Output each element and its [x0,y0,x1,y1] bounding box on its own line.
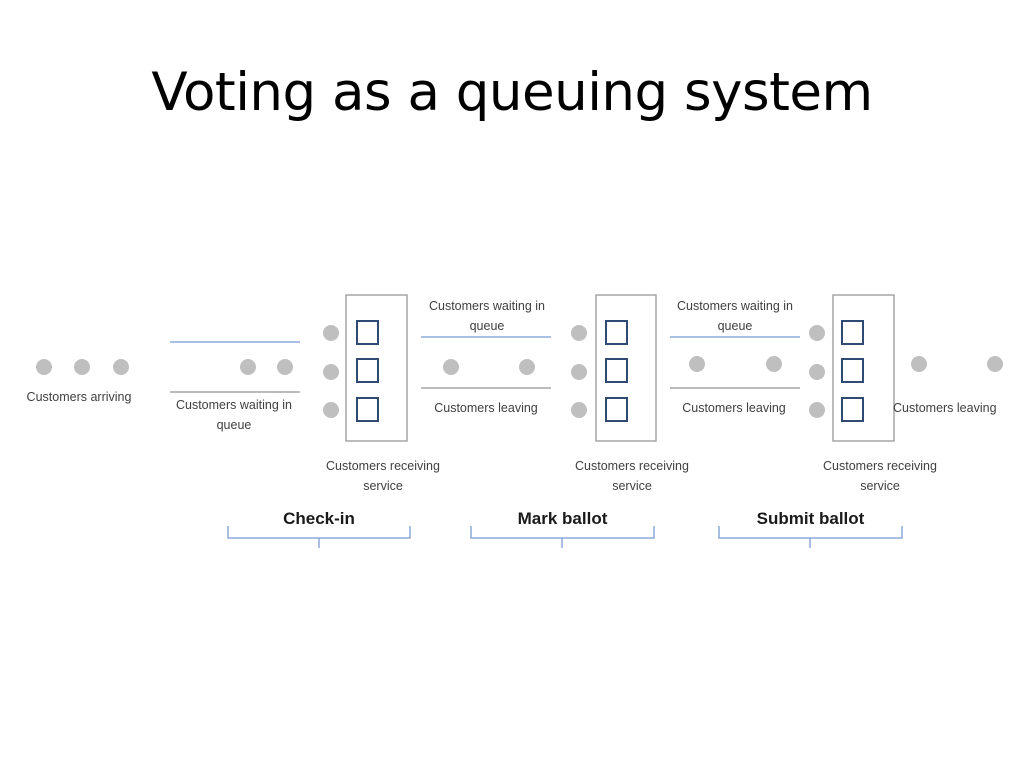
server-box-icon [356,358,379,383]
server-box-icon [841,397,864,422]
server-box-icon [356,320,379,345]
customer-dot-icon [571,325,587,341]
customer-dot-icon [323,364,339,380]
customer-dot-icon [809,325,825,341]
customer-dot-icon [113,359,129,375]
customer-dot-icon [323,325,339,341]
label-customers-leaving-3: Customers leaving [893,401,997,415]
customer-dot-icon [809,402,825,418]
customer-dot-icon [571,402,587,418]
stage-bracket-submit-ballot [718,526,903,548]
customer-dot-icon [323,402,339,418]
server-box-icon [356,397,379,422]
customer-dot-icon [987,356,1003,372]
customer-dot-icon [74,359,90,375]
service-station-checkin [345,294,408,442]
server-box-icon [841,358,864,383]
label-customers-receiving-1: Customers receiving service [326,459,440,493]
customer-dot-icon [277,359,293,375]
stage-label-checkin: Check-in [283,509,355,528]
server-box-icon [605,397,628,422]
customer-dot-icon [911,356,927,372]
label-customers-receiving-3: Customers receiving service [823,459,937,493]
stage-bracket-mark-ballot [470,526,655,548]
stage-label-mark-ballot: Mark ballot [517,509,608,528]
customer-dot-icon [571,364,587,380]
slide-title: Voting as a queuing system [151,62,873,123]
customer-dot-icon [766,356,782,372]
label-customers-arriving: Customers arriving [26,390,132,404]
customer-dot-icon [689,356,705,372]
label-customers-waiting-queue-1: Customers waiting in queue [175,398,292,432]
server-box-icon [841,320,864,345]
label-customers-waiting-queue-2: Customers waiting in queue [428,299,545,333]
server-box-icon [605,320,628,345]
customer-dot-icon [519,359,535,375]
label-customers-receiving-2: Customers receiving service [575,459,689,493]
customer-dot-icon [443,359,459,375]
customer-dot-icon [36,359,52,375]
label-customers-waiting-queue-3: Customers waiting in queue [676,299,793,333]
label-customers-leaving-2: Customers leaving [682,401,786,415]
stage-label-submit-ballot: Submit ballot [756,509,865,528]
stage-bracket-checkin [227,526,411,548]
customer-dot-icon [240,359,256,375]
server-box-icon [605,358,628,383]
customer-dot-icon [809,364,825,380]
label-customers-leaving-1: Customers leaving [434,401,538,415]
